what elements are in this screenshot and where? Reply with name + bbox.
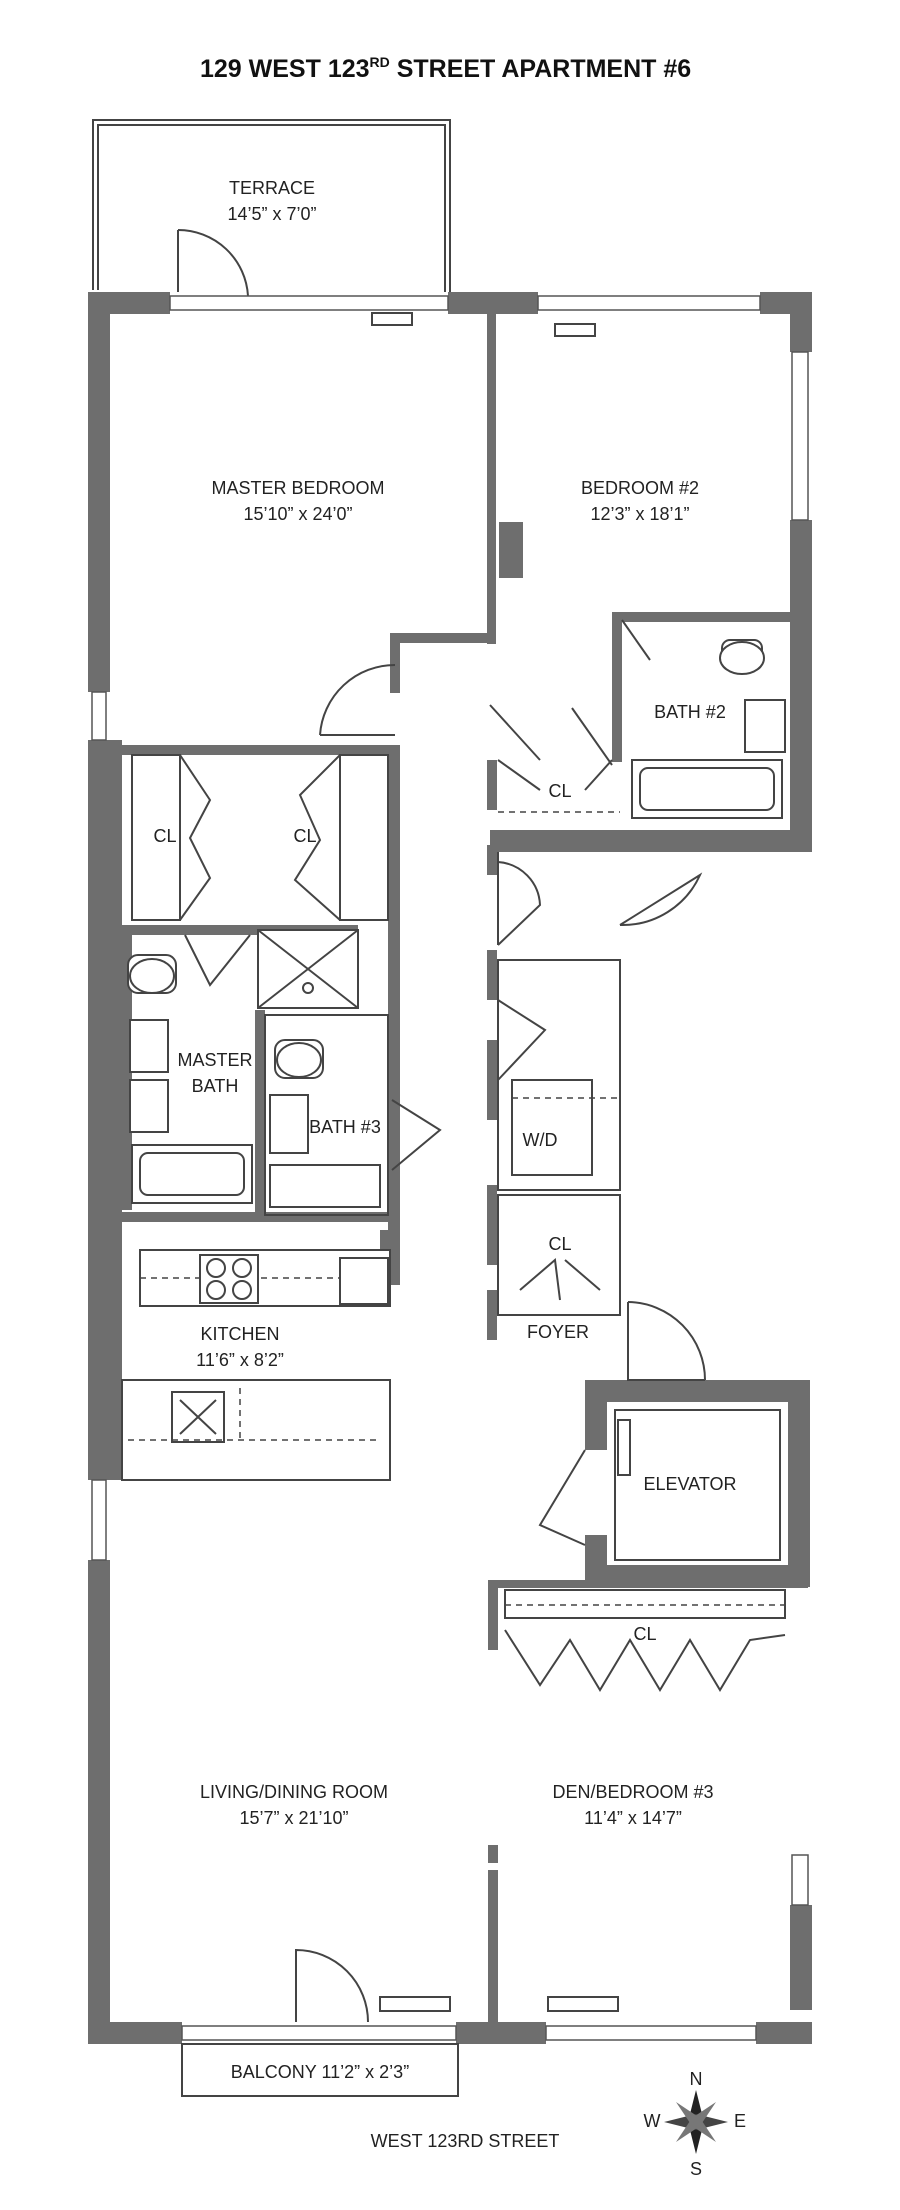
refrigerator [339,1257,389,1305]
master-bedroom: MASTER BEDROOM 15’10” x 24’0” [211,478,396,736]
svg-text:BATH #2: BATH #2 [654,702,726,722]
svg-text:11’4” x 14’7”: 11’4” x 14’7” [584,1808,682,1828]
radiator [379,1996,451,2012]
compass-n: N [690,2069,703,2089]
svg-text:KITCHEN: KITCHEN [200,1324,279,1344]
bath-3: BATH #3 [264,1014,442,1216]
laundry: W/D [497,959,622,1191]
compass-s: S [690,2159,702,2179]
windows [91,295,809,2041]
corridor-doors [497,852,703,1081]
den-bedroom-3: DEN/BEDROOM #3 11’4” x 14’7” [552,1782,713,1828]
elevator: ELEVATOR [538,1409,781,1561]
compass-e: E [734,2111,746,2131]
closet-den: CL [504,1589,786,1692]
sink [269,1094,309,1154]
svg-text:LIVING/DINING ROOM: LIVING/DINING ROOM [200,1782,388,1802]
terrace: TERRACE 14’5” x 7’0” [92,119,451,297]
balcony-door-swing [295,1948,369,2023]
sink [744,699,786,753]
svg-text:12’3” x 18’1”: 12’3” x 18’1” [590,504,689,524]
compass-rose: N S E W [644,2069,747,2179]
bedroom-2: BEDROOM #2 12’3” x 18’1” [489,478,699,766]
svg-text:TERRACE: TERRACE [229,178,315,198]
plan-title: 129 WEST 123RD STREET APARTMENT #6 [200,54,691,83]
bathtub [269,1164,381,1208]
svg-text:14’5” x 7’0”: 14’5” x 7’0” [227,204,316,224]
svg-text:15’7” x 21’10”: 15’7” x 21’10” [239,1808,348,1828]
svg-text:BATH: BATH [192,1076,239,1096]
svg-text:W/D: W/D [523,1130,558,1150]
radiator [547,1996,619,2012]
svg-text:FOYER: FOYER [527,1322,589,1342]
svg-text:ELEVATOR: ELEVATOR [643,1474,736,1494]
closet-foyer: CL [497,1194,621,1316]
foyer: FOYER [527,1301,706,1381]
svg-text:MASTER: MASTER [177,1050,252,1070]
master-bath: MASTER BATH [127,934,253,1204]
svg-text:BEDROOM #2: BEDROOM #2 [581,478,699,498]
svg-text:CL: CL [548,781,571,801]
svg-text:15’10” x 24’0”: 15’10” x 24’0” [243,504,352,524]
radiator [371,312,413,326]
compass-w: W [644,2111,661,2131]
kitchen: KITCHEN 11’6” x 8’2” [121,1249,391,1481]
svg-text:CL: CL [293,826,316,846]
sink [129,1019,169,1073]
svg-text:CL: CL [548,1234,571,1254]
kitchen-island [121,1379,391,1481]
shower [257,929,359,1009]
terrace-door-swing [177,228,249,297]
living-dining-room: LIVING/DINING ROOM 15’7” x 21’10” [200,1782,388,2023]
walls [88,292,812,2044]
radiator [554,323,596,337]
bath-2: BATH #2 [621,619,786,819]
svg-text:CL: CL [153,826,176,846]
balcony: BALCONY 11’2” x 2’3” [181,2043,459,2097]
svg-text:CL: CL [633,1624,656,1644]
svg-text:BATH #3: BATH #3 [309,1117,381,1137]
street-label: WEST 123RD STREET [371,2131,560,2151]
washer-dryer [511,1079,593,1176]
closets-left: CL CL [131,754,389,921]
master-door-swing [319,663,396,736]
svg-text:BALCONY 11’2” x 2’3”: BALCONY 11’2” x 2’3” [231,2062,409,2082]
closet-bedroom2: CL [497,759,620,813]
entry-door-swing [627,1301,706,1381]
sink [129,1079,169,1133]
svg-text:DEN/BEDROOM #3: DEN/BEDROOM #3 [552,1782,713,1802]
svg-text:MASTER BEDROOM: MASTER BEDROOM [211,478,384,498]
svg-text:11’6” x 8’2”: 11’6” x 8’2” [196,1350,284,1370]
